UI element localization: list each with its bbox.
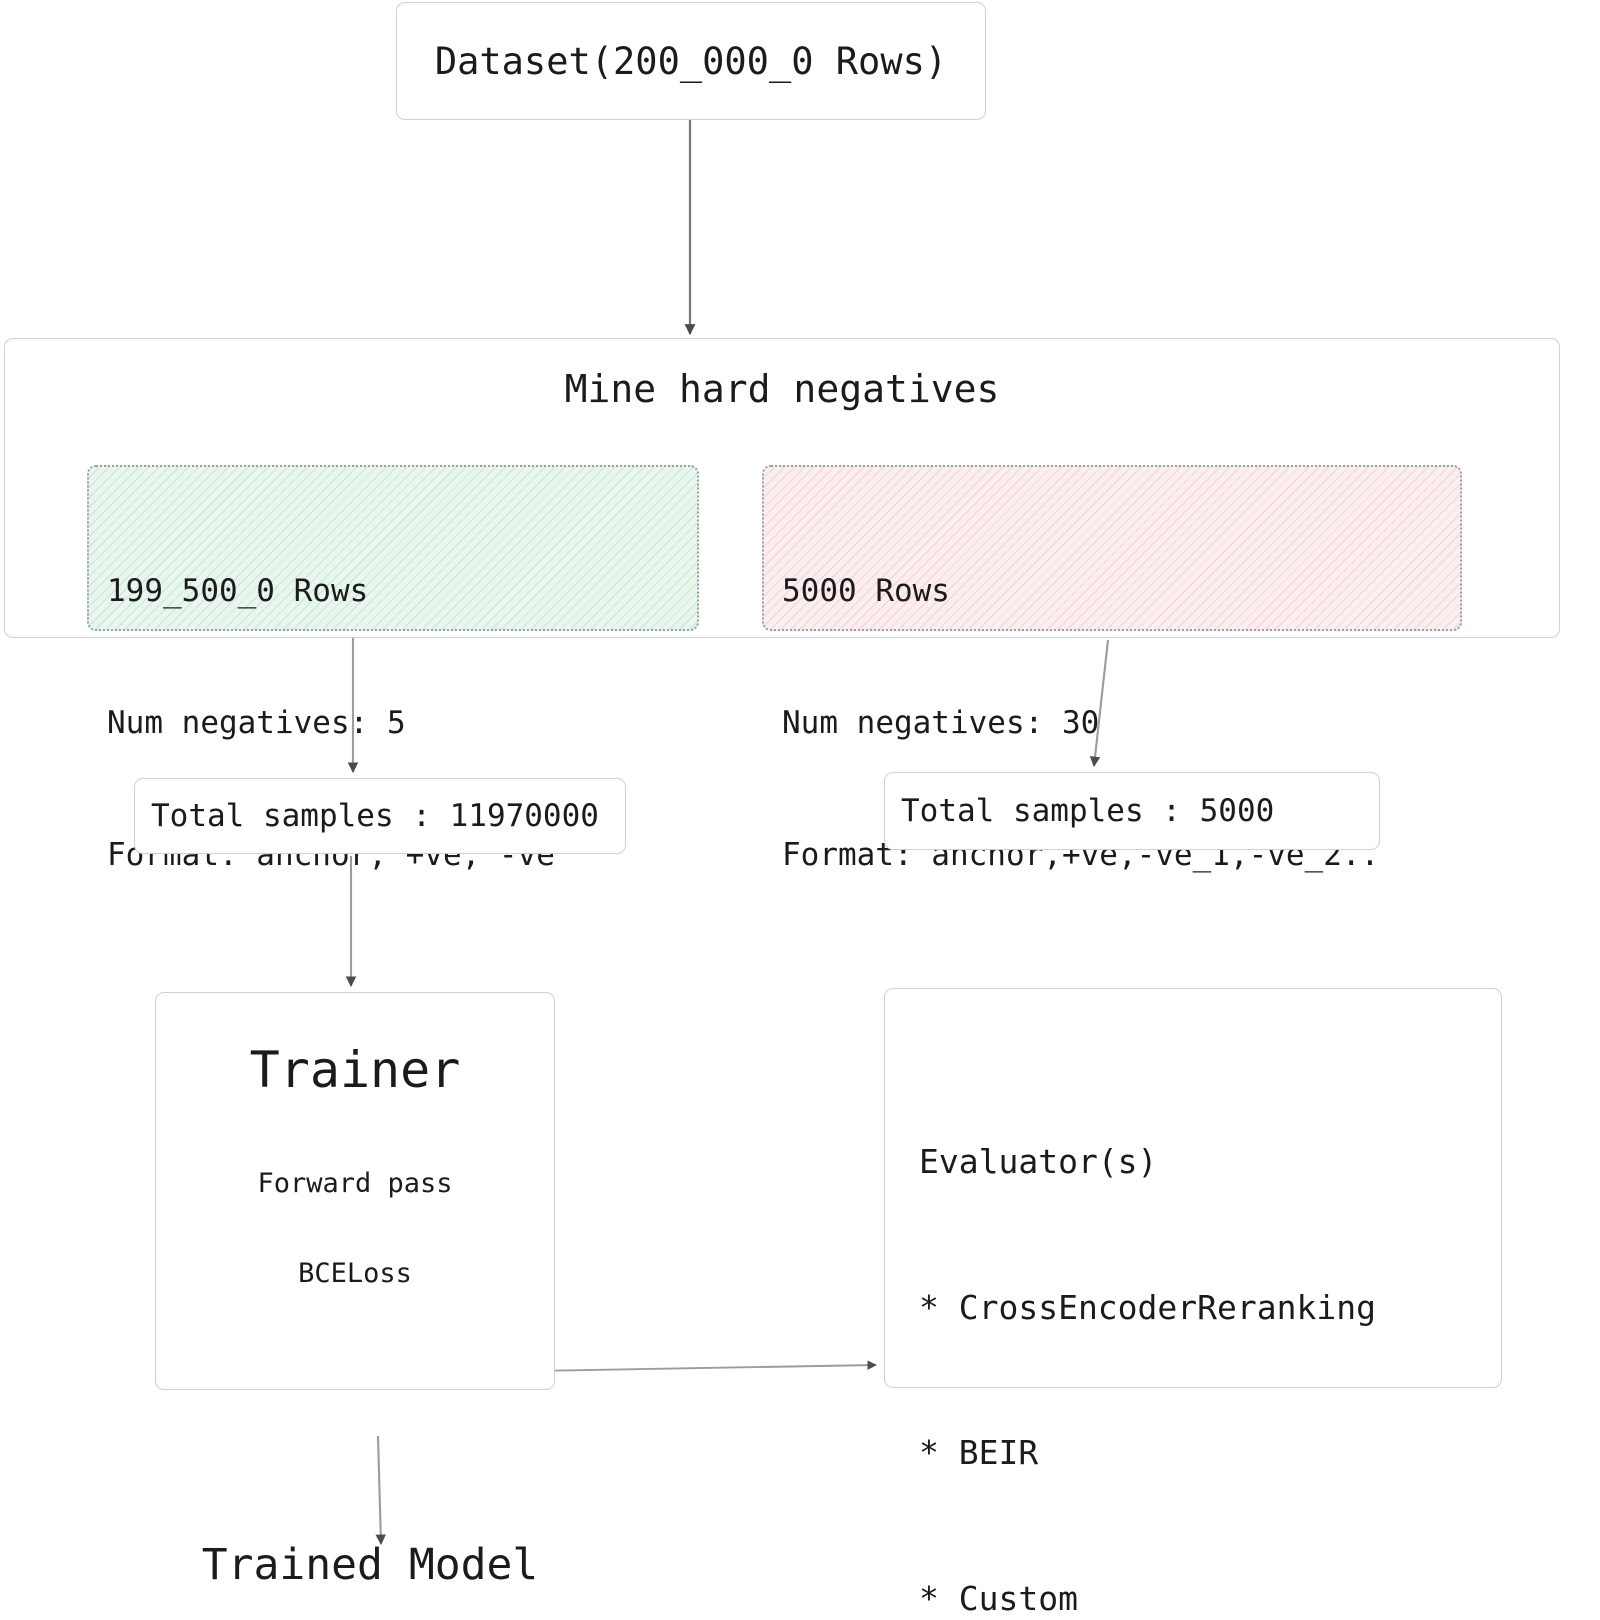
edge-trainer-to-trained-model — [375, 1435, 386, 1546]
eval-split-num-negatives: Num negatives: 30 — [782, 705, 1100, 742]
evaluator-item-cross-encoder-reranking: * CrossEncoderReranking — [919, 1287, 1376, 1327]
node-trainer[interactable]: Trainer Forward pass BCELoss — [155, 992, 555, 1390]
trainer-loss-label: BCELoss — [298, 1258, 412, 1289]
node-total-samples-train-label: Total samples : 11970000 — [151, 798, 599, 834]
node-dataset-label: Dataset(200_000_0 Rows) — [434, 39, 948, 83]
node-total-samples-train[interactable]: Total samples : 11970000 — [134, 778, 626, 854]
node-evaluator[interactable]: Evaluator(s) * CrossEncoderReranking * B… — [884, 988, 1502, 1618]
evaluator-item-custom: * Custom — [919, 1578, 1078, 1618]
node-dataset[interactable]: Dataset(200_000_0 Rows) — [396, 2, 986, 120]
train-split-num-negatives: Num negatives: 5 — [107, 705, 406, 742]
node-total-samples-eval-label: Total samples : 5000 — [901, 793, 1275, 829]
evaluator-item-beir: * BEIR — [919, 1433, 1039, 1472]
trainer-forward-pass-label: Forward pass — [257, 1168, 453, 1199]
subnode-train-split[interactable]: 199_500_0 Rows Num negatives: 5 Format: … — [87, 465, 699, 873]
node-trained-model: Trained Model — [150, 1540, 590, 1590]
node-trainer-title: Trainer — [249, 1041, 461, 1099]
node-trained-model-label: Trained Model — [201, 1540, 539, 1590]
node-mine-hard-negatives[interactable]: Mine hard negatives 199_500_0 Rows Num n… — [4, 338, 1560, 873]
node-mine-hard-negatives-title: Mine hard negatives — [564, 367, 1000, 411]
node-evaluator-content: Evaluator(s) * CrossEncoderReranking * B… — [919, 1041, 1376, 1620]
node-total-samples-eval[interactable]: Total samples : 5000 — [884, 772, 1380, 850]
eval-split-rows: 5000 Rows — [782, 573, 950, 610]
train-split-rows: 199_500_0 Rows — [107, 573, 369, 610]
subnode-eval-split[interactable]: 5000 Rows Num negatives: 30 Format: anch… — [762, 465, 1462, 873]
node-evaluator-title: Evaluator(s) — [919, 1142, 1158, 1181]
